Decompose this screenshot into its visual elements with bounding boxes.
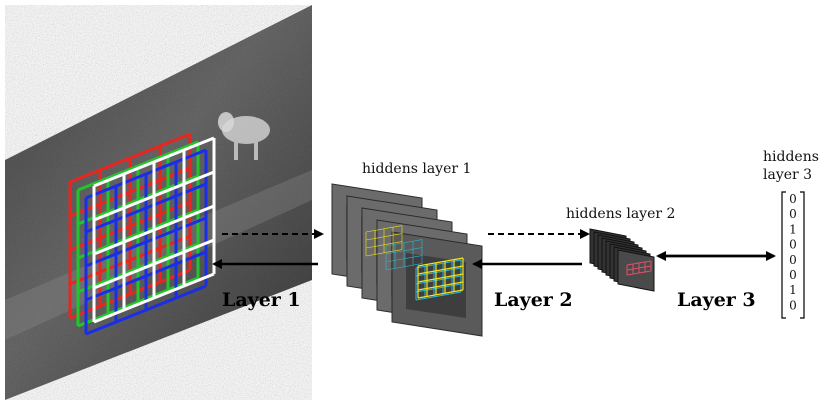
output-vector-entry: 0 [789,268,797,282]
conv-filter-grids [68,132,216,336]
output-vector-entry: 0 [789,238,797,252]
output-vector-entry: 0 [789,298,797,312]
hidden2-activation-grid [626,260,652,276]
hidden-layer-3-label-line2: layer 3 [763,167,812,183]
animal-shape [218,112,270,160]
hidden-layer-2-stack [589,228,655,292]
hidden-layer-2-label: hiddens layer 2 [566,206,675,222]
output-vector-entry: 1 [789,283,797,297]
filter-grid-white [92,136,216,324]
hidden-layer-1-label: hiddens layer 1 [362,161,471,177]
activation-grid-back-1 [365,225,403,257]
hidden-layer-1-stack [331,183,483,337]
activation-grid-yellow [417,257,464,299]
output-vector-entry: 0 [789,253,797,267]
layer-3-label: Layer 3 [677,289,756,311]
hidden-layer-3-label-line1: hiddens [763,149,819,165]
activation-grid-back-2 [385,239,423,271]
output-vector-entry: 0 [789,192,797,206]
activation-grid-cyan [415,259,462,301]
output-vector-entry: 1 [789,222,797,236]
filter-grid-blue [84,148,208,336]
output-vector-entry: 0 [789,207,797,221]
layer-2-label: Layer 2 [494,289,573,311]
hidden2-map-8 [617,249,655,292]
layer-1-label: Layer 1 [222,289,301,311]
